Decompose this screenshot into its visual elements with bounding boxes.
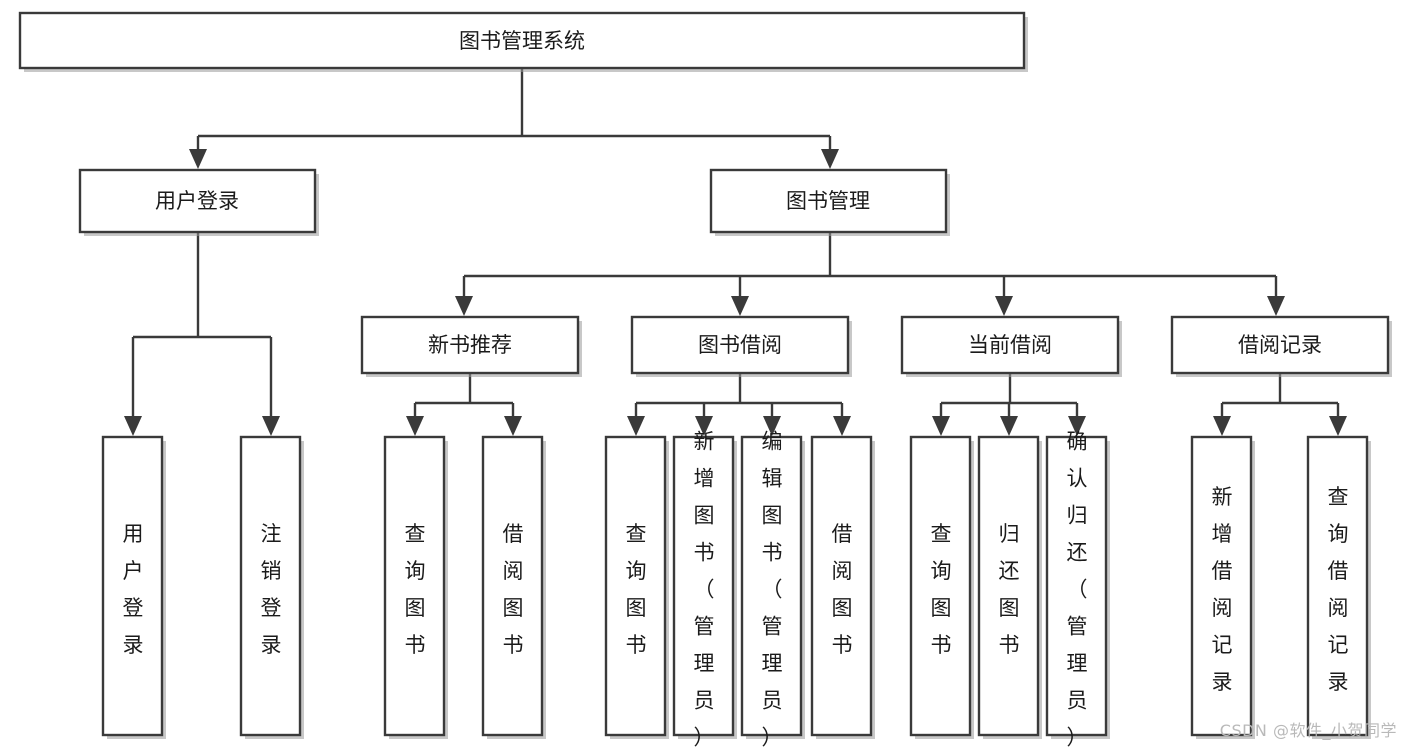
new-book-recommend-label: 新书推荐 [428,333,512,357]
leaf-cb-return-book[interactable]: 归还图书 [977,435,1042,739]
current-borrow-label: 当前借阅 [968,333,1052,357]
leaf-cb-confirm-label: 确认归还（管理员） [1067,429,1088,747]
leaf-bb-edit-label: 编辑图书（管理员） [762,429,783,747]
arrow-to-borrow-record [1267,296,1285,316]
book-management-label: 图书管理 [786,189,870,213]
leaf-cb-query-label: 查询图书 [931,522,952,657]
arrow-to-book-mgmt [821,149,839,169]
arrow-to-leaf-cb-query [932,416,950,436]
leaf-cb-return-label: 归还图书 [999,522,1020,657]
leaf-bb-borrow-label: 借阅图书 [832,522,853,657]
leaf-br-add-label: 新增借阅记录 [1212,485,1233,694]
arrow-to-leaf-nb-borrow [504,416,522,436]
borrow-record-box [1170,315,1390,375]
leaf-cb-return-box [977,435,1040,737]
leaf-nb-query-book[interactable]: 查询图书 [383,435,448,739]
leaf-bb-query-box [604,435,667,737]
leaf-user-login[interactable]: 用户登录 [101,435,166,739]
leaf-br-query-box [1306,435,1369,737]
node-borrow-record[interactable]: 借阅记录 [1170,315,1392,377]
arrow-to-book-borrow [731,296,749,316]
arrow-to-user-login [189,149,207,169]
leaf-br-add-record[interactable]: 新增借阅记录 [1190,435,1255,739]
leaf-nb-query-box [383,435,446,737]
book-borrow-box [630,315,850,375]
node-user-login[interactable]: 用户登录 [78,168,319,236]
leaf-bb-borrow-box [810,435,873,737]
arrow-to-current-borrow [995,296,1013,316]
node-book-management[interactable]: 图书管理 [709,168,950,236]
arrow-to-leaf-br-add [1213,416,1231,436]
current-borrow-box [900,315,1120,375]
leaf-bb-query-book[interactable]: 查询图书 [604,435,669,739]
leaf-logout[interactable]: 注销登录 [239,435,304,739]
arrow-to-leaf-nb-query [406,416,424,436]
node-current-borrow[interactable]: 当前借阅 [900,315,1122,377]
leaf-bb-add-label: 新增图书（管理员） [694,429,715,747]
node-root-book-management-system[interactable]: 图书管理系统 [18,11,1028,72]
leaf-nb-borrow-box [481,435,544,737]
root-box [18,11,1026,70]
connectors [124,69,1347,436]
leaf-cb-query-book[interactable]: 查询图书 [909,435,974,739]
leaf-cb-confirm-box [1045,435,1108,737]
leaf-bb-add-box [672,435,735,737]
leaf-bb-query-label: 查询图书 [626,522,647,657]
leaf-user-login-label: 用户登录 [123,522,144,657]
leaf-br-query-label: 查询借阅记录 [1328,485,1349,694]
arrow-to-leaf-user-login [124,416,142,436]
arrow-to-leaf-cb-return [1000,416,1018,436]
leaf-br-query-record[interactable]: 查询借阅记录 [1306,435,1371,739]
leaf-nb-query-label: 查询图书 [405,522,426,657]
arrow-to-leaf-logout [262,416,280,436]
leaf-cb-query-box [909,435,972,737]
leaf-cb-confirm-return[interactable]: 确认归还（管理员） [1045,429,1110,747]
leaf-bb-edit-box [740,435,803,737]
csdn-watermark: CSDN @软件_小贺同学 [1219,721,1397,740]
borrow-record-label: 借阅记录 [1238,333,1322,357]
leaf-br-add-box [1190,435,1253,737]
leaf-logout-label: 注销登录 [261,522,282,657]
user-login-box [78,168,317,234]
book-borrow-label: 图书借阅 [698,333,782,357]
book-management-box [709,168,948,234]
node-book-borrow[interactable]: 图书借阅 [630,315,852,377]
user-login-label: 用户登录 [155,189,239,213]
leaf-nb-borrow-label: 借阅图书 [503,522,524,657]
arrow-to-leaf-br-query [1329,416,1347,436]
arrow-to-leaf-bb-borrow [833,416,851,436]
new-book-recommend-box [360,315,580,375]
leaf-bb-edit-book[interactable]: 编辑图书（管理员） [740,429,805,747]
leaf-bb-borrow-book[interactable]: 借阅图书 [810,435,875,739]
leaf-bb-add-book[interactable]: 新增图书（管理员） [672,429,737,747]
leaf-user-login-box [101,435,164,737]
leaf-logout-box [239,435,302,737]
root-label: 图书管理系统 [459,29,585,53]
arrow-to-new-book-recommend [455,296,473,316]
leaf-nodes: 用户登录 注销登录 查询图书 借阅图书 查询图书 [101,429,1371,747]
node-new-book-recommend[interactable]: 新书推荐 [360,315,582,377]
arrow-to-leaf-bb-query [627,416,645,436]
leaf-nb-borrow-book[interactable]: 借阅图书 [481,435,546,739]
